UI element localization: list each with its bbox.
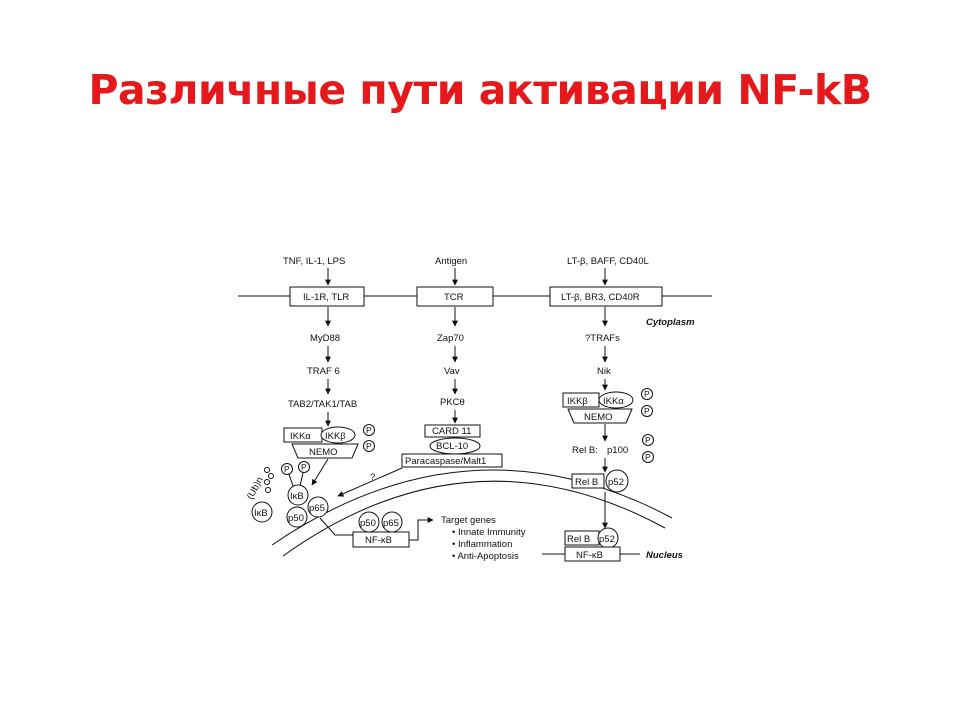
canonical-pathway: TNF, IL-1, LPS IL-1R, TLR MyD88 TRAF 6 T… [245,256,375,538]
il1r-tlr-receptor [289,286,365,307]
nemo-shape [291,443,359,459]
card11-label: CARD 11 [432,426,471,437]
nemo-label: NEMO [584,412,613,423]
ubiquitin-bead [265,487,271,493]
ikb-degraded-label: IκB [254,508,268,519]
antigen-label: Antigen [435,256,467,267]
zap70-label: Zap70 [437,333,464,344]
trafs-label: ?TRAFs [585,333,620,344]
card11-box [424,424,481,438]
phospho-circle [642,434,654,446]
malt1-label: Paracaspase/Malt1 [405,456,486,467]
nemo-shape [567,408,633,424]
ubiquitin-bead [264,467,270,473]
left-receptor-label: IL-1R, TLR [303,292,349,303]
nuclear-p52-label: p52 [599,534,615,545]
nuclear-p50-label: p50 [360,518,376,529]
right-receptor-label: LT-β, BR3, CD40R [561,292,640,303]
p65-label: p65 [309,503,325,514]
ikk-alpha-label: IKKα [290,431,311,442]
target-genes-title: Target genes [441,515,496,526]
traf6-label: TRAF 6 [307,366,340,377]
ubiquitin-bead [268,473,274,479]
ltbr-receptor [549,286,663,307]
phospho-circle [363,440,375,452]
phospho-label: P [644,389,650,399]
malt1-box [401,453,503,468]
ikb-label: IκB [290,491,304,502]
ikk-alpha-label: IKKα [603,396,624,407]
tab-tak-label: TAB2/TAK1/TAB [288,399,357,410]
non-canonical-pathway: LT-β, BAFF, CD40L LT-β, BR3, CD40R ?TRAF… [542,256,663,562]
nucleus-label: Nucleus [646,550,683,561]
phospho-circle [363,424,375,436]
slide-title: Различные пути активации NF-kB [88,66,872,114]
phospho-label: P [644,406,650,416]
phospho-label: P [645,452,651,462]
ikb-circle [287,484,309,506]
nuclear-nfkb-canonical: p50 p65 NF-κB Target genes • Innate Immu… [352,511,526,562]
phospho-label: P [301,462,307,472]
ubiquitin-label: (Ub)n [245,475,266,501]
target-gene-item: • Anti-Apoptosis [452,551,519,562]
bcl10-label: BCL-10 [436,441,468,452]
phospho-label: P [284,464,290,474]
relb-p100-label: Rel B: [572,445,598,456]
nfkb-site-label: NF-κB [576,550,603,561]
ikk-beta-oval [320,426,356,444]
phospho-label: P [366,425,372,435]
right-ligand: LT-β, BAFF, CD40L [567,256,649,267]
nik-label: Nik [597,366,611,377]
ikk-beta-label: IKKβ [567,396,588,407]
ubiquitin-bead [264,479,270,485]
nuclear-p65-label: p65 [383,518,399,529]
tcr-pathway: Antigen TCR Zap70 Vav PKCθ CARD 11 BCL-1… [337,256,503,497]
p65-circle [307,496,329,518]
left-ligand: TNF, IL-1, LPS [283,256,345,267]
target-gene-item: • Innate Immunity [452,527,526,538]
nemo-label: NEMO [309,447,338,458]
phospho-circle [298,461,310,473]
unknown-link-label: ? [370,472,375,483]
p50-label: p50 [288,513,304,524]
target-gene-item: • Inflammation [452,539,512,550]
nfkb-site-label: NF-κB [365,535,392,546]
tcr-label: TCR [444,292,464,303]
phospho-circle [641,405,653,417]
phospho-circle [641,388,653,400]
phospho-label: P [645,435,651,445]
phospho-circle [642,451,654,463]
vav-label: Vav [444,366,460,377]
p52-label: p52 [608,477,624,488]
p100-label: p100 [607,445,628,456]
ikk-alpha-oval [598,391,634,409]
ikb-degraded-circle [251,501,273,523]
ikk-beta-label: IKKβ [325,431,346,442]
phospho-label: P [366,441,372,451]
relb-label: Rel B [575,477,598,488]
nuclear-relb-label: Rel B [567,534,590,545]
pkc-theta-label: PKCθ [440,397,465,408]
cytoplasm-label: Cytoplasm [646,317,695,328]
p50-circle [286,506,308,528]
myd88-label: MyD88 [310,333,340,344]
p52-circle [605,469,629,493]
tcr-receptor [416,286,494,307]
phospho-circle [281,463,293,475]
relb-box [571,473,605,489]
